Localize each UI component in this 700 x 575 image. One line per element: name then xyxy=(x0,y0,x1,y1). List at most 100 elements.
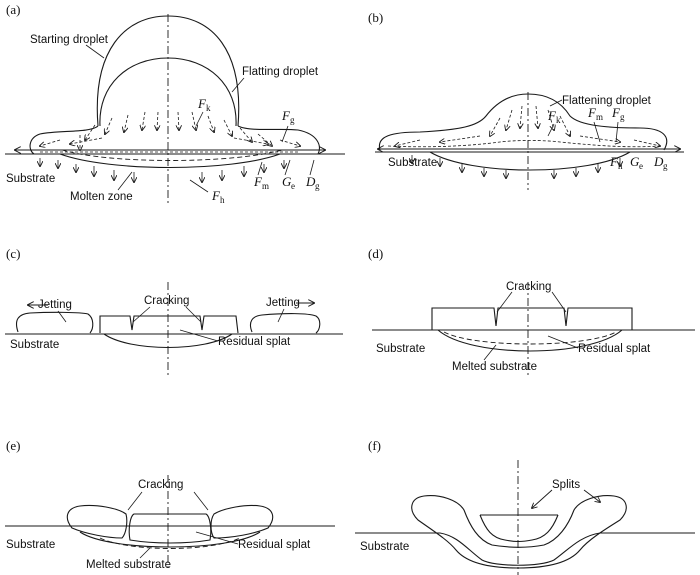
panel-f-splits-label: Splits xyxy=(552,479,580,491)
panel-b-force-Fg: F g xyxy=(611,105,625,143)
panel-c-jetting-right-leader xyxy=(277,308,285,323)
panel-b-force-Dg: D g xyxy=(653,154,668,171)
panel-b-down-arrows xyxy=(412,155,620,178)
svg-text:F: F xyxy=(253,174,263,189)
panel-b-flattening-droplet-label: Flattening droplet xyxy=(562,95,652,107)
panel-f-substrate-crater xyxy=(355,532,695,566)
panel-f-label: (f) xyxy=(368,438,381,453)
panel-c-jetting-left-leader xyxy=(57,310,67,323)
panel-b-force-Fm: F m xyxy=(587,105,603,143)
svg-text:D: D xyxy=(305,174,316,189)
panel-e-center-splat xyxy=(128,513,212,544)
svg-text:F: F xyxy=(211,188,221,203)
svg-text:h: h xyxy=(618,161,623,171)
panel-c-residual-leader xyxy=(179,329,219,342)
panel-e-residual-leader xyxy=(195,531,239,545)
panel-a-molten-zone-arc xyxy=(59,153,281,169)
panel-d: (d) Cracking Substrate Residual splat Me… xyxy=(368,246,695,378)
panel-a-starting-leader xyxy=(85,44,105,59)
panel-d-residual-splat-label: Residual splat xyxy=(578,343,651,355)
panel-d-residual-leader xyxy=(547,335,579,349)
panel-a-flatting-droplet-label: Flatting droplet xyxy=(242,66,319,78)
panel-a-force-Fk: F k xyxy=(195,96,211,127)
panel-c: (c) Jetting Jetting Cracking Substrate R… xyxy=(5,246,343,375)
panel-c-jetting-right-splat xyxy=(249,313,321,334)
svg-text:k: k xyxy=(206,103,211,113)
panel-d-splat xyxy=(431,307,633,330)
panel-a-flatting-leader xyxy=(231,77,245,93)
panel-c-crack-leader-right xyxy=(185,306,202,323)
panel-e-substrate-label: Substrate xyxy=(6,539,55,551)
panel-a-substrate-label: Substrate xyxy=(6,173,55,185)
panel-d-crack-leader-left xyxy=(496,291,513,313)
panel-f-split-arrow-right xyxy=(583,489,600,502)
panel-b-interior-dash xyxy=(387,140,661,148)
svg-text:h: h xyxy=(220,195,225,205)
panel-e-crack-leader-left xyxy=(127,491,143,511)
panel-a-down-arrows xyxy=(40,158,284,182)
panel-b-melt-arc xyxy=(429,151,631,171)
panel-b: (b) xyxy=(368,10,684,190)
svg-text:g: g xyxy=(315,181,320,191)
panel-a-skirt-left xyxy=(29,125,99,155)
panel-a-flow-arrows xyxy=(40,111,300,150)
panel-d-residual-bowl xyxy=(437,329,623,352)
panel-a-starting-droplet-label: Starting droplet xyxy=(30,34,109,46)
svg-text:e: e xyxy=(291,181,295,191)
panel-f: (f) Splits Substrate xyxy=(355,438,695,575)
panel-a-force-Fg: F g xyxy=(281,108,295,143)
panel-a-force-Fm: F m xyxy=(253,161,269,191)
panel-e-crack-leader-right xyxy=(193,491,209,511)
panel-d-cracking-label: Cracking xyxy=(506,281,551,293)
svg-text:F: F xyxy=(587,105,597,120)
panel-a-force-Ge: G e xyxy=(282,159,295,191)
panel-e-residual-bowl xyxy=(79,531,261,548)
svg-text:k: k xyxy=(556,115,561,125)
panel-c-jetting-left-label: Jetting xyxy=(38,299,72,311)
svg-text:g: g xyxy=(620,112,625,122)
panel-e-melted-leader xyxy=(139,547,151,559)
panel-f-substrate-label: Substrate xyxy=(360,541,409,553)
panel-c-residual-splat-label: Residual splat xyxy=(218,336,291,348)
panel-c-jetting-right-label: Jetting xyxy=(266,297,300,309)
panel-a-label: (a) xyxy=(6,2,20,17)
svg-text:G: G xyxy=(630,154,640,169)
svg-text:e: e xyxy=(639,161,643,171)
panel-e-label: (e) xyxy=(6,438,20,453)
panel-b-flattening-leader xyxy=(549,99,563,107)
panel-e-melted-substrate-label: Melted substrate xyxy=(86,559,171,571)
panel-f-inner-surface xyxy=(479,514,559,543)
panel-c-cracking-label: Cracking xyxy=(144,295,189,307)
svg-text:F: F xyxy=(609,154,619,169)
panel-d-label: (d) xyxy=(368,246,383,261)
svg-text:F: F xyxy=(281,108,291,123)
panel-d-melted-leader xyxy=(483,344,497,361)
panel-b-force-Fh: F h xyxy=(609,154,623,171)
panel-d-substrate-label: Substrate xyxy=(376,343,425,355)
panel-a-force-Dg: D g xyxy=(305,159,320,191)
svg-text:D: D xyxy=(653,154,664,169)
panel-e-residual-splat-label: Residual splat xyxy=(238,539,311,551)
svg-text:m: m xyxy=(596,112,603,122)
panel-b-label: (b) xyxy=(368,10,383,25)
panel-a-starting-droplet xyxy=(96,15,240,127)
panel-a-molten-zone-label: Molten zone xyxy=(70,191,133,203)
panel-a-molten-leader xyxy=(117,171,133,191)
panel-b-substrate-label: Substrate xyxy=(388,157,437,169)
panel-e-right-splat xyxy=(210,504,274,539)
panel-a: (a) xyxy=(5,2,345,205)
panel-a-skirt-right xyxy=(237,125,320,155)
svg-text:F: F xyxy=(611,105,621,120)
panel-a-force-Fh: F h xyxy=(189,179,225,205)
panel-d-crack-leader-right xyxy=(551,291,567,313)
svg-text:g: g xyxy=(663,161,668,171)
panel-e-cracking-label: Cracking xyxy=(138,479,183,491)
svg-text:F: F xyxy=(197,96,207,111)
panel-b-flattening-droplet xyxy=(378,93,668,151)
panel-d-melted-substrate-label: Melted substrate xyxy=(452,361,537,373)
panel-e-melted-dash xyxy=(99,537,241,549)
panel-c-center-splat xyxy=(99,315,239,334)
svg-text:g: g xyxy=(290,115,295,125)
